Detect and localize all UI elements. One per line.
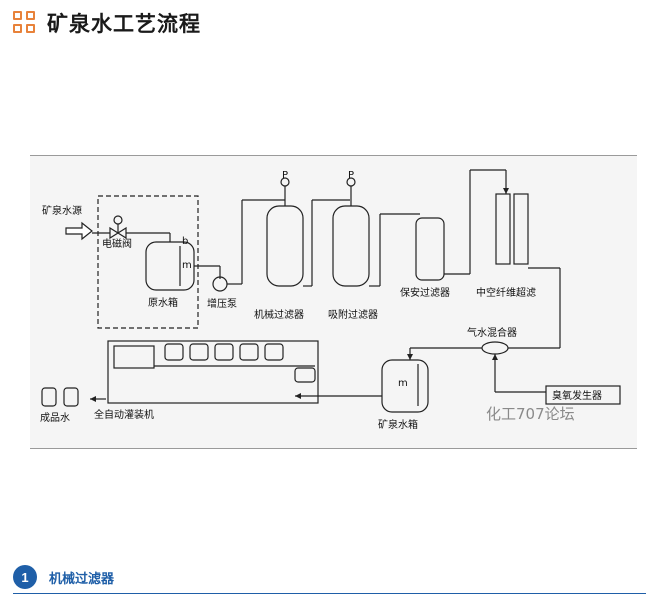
filling-machine [107,340,319,404]
section-number-badge: 1 [13,565,37,589]
page-title: 矿泉水工艺流程 [47,12,201,36]
label-mechanical-filter: 机械过滤器 [254,308,304,321]
label-m2: m [398,378,408,389]
mechanical-filter [266,205,304,287]
section-title: 机械过滤器 [49,571,115,587]
mineral-water-tank [381,359,429,413]
label-adsorption-filter: 吸附过滤器 [328,308,378,321]
uf-filter-right [513,193,529,265]
label-valve: 电磁阀 [102,237,132,250]
label-uf-filter: 中空纤维超滤 [476,286,536,299]
process-flow-diagram: 矿泉水源 电磁阀 原水箱 增压泵 机械过滤器 吸附过滤器 保安过滤器 中空纤维超… [30,155,637,449]
pump [212,276,228,292]
safety-filter [415,217,445,281]
label-product: 成品水 [40,412,70,424]
label-raw-tank: 原水箱 [148,296,178,309]
label-p1: P [282,170,288,181]
section-divider [13,593,646,594]
section-heading: 1 机械过滤器 [13,565,114,589]
product-bottle-1 [41,387,57,407]
label-filling-machine: 全自动灌装机 [94,408,154,421]
label-source: 矿泉水源 [42,204,82,217]
label-b: b [182,236,188,247]
adsorption-filter [332,205,370,287]
ozone-generator [545,385,621,405]
source-arrow [65,221,93,241]
product-bottle-2 [63,387,79,407]
watermark: 化工707论坛 [486,405,575,423]
gas-water-mixer [481,341,509,355]
grid-icon [13,11,37,35]
label-mixer: 气水混合器 [467,326,517,339]
label-pump: 增压泵 [207,297,237,310]
label-m1: m [182,260,192,271]
uf-filter-left [495,193,511,265]
page-header: 矿泉水工艺流程 [13,8,201,38]
label-ozone: 臭氧发生器 [552,389,602,402]
raw-tank-enclosure [97,195,199,329]
diagram-svg: 矿泉水源 电磁阀 原水箱 增压泵 机械过滤器 吸附过滤器 保安过滤器 中空纤维超… [40,169,621,431]
label-safety-filter: 保安过滤器 [400,286,450,299]
label-mineral-tank: 矿泉水箱 [378,418,418,431]
label-p2: P [348,170,354,181]
